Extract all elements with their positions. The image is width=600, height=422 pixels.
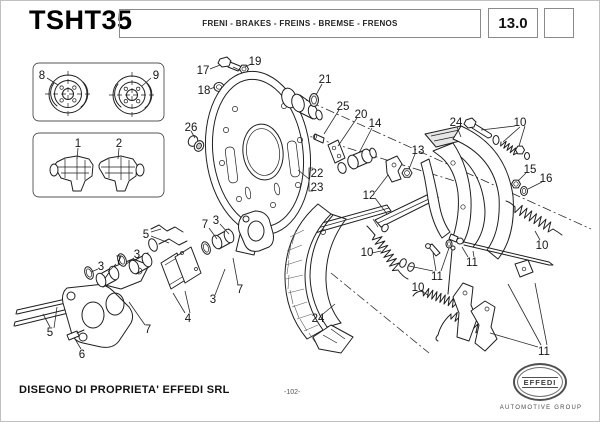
leader-lines — [42, 63, 548, 350]
part-label-5: 5 — [47, 327, 53, 339]
part-label-7: 7 — [237, 284, 243, 296]
part-label-1: 1 — [75, 138, 81, 150]
part-label-11: 11 — [466, 257, 478, 269]
part-label-3: 3 — [210, 294, 216, 306]
part-label-7: 7 — [116, 255, 122, 267]
bushing-26 — [187, 135, 205, 152]
part-label-16: 16 — [540, 173, 553, 185]
part-label-24: 24 — [312, 313, 325, 325]
hold-down-hardware-11 — [399, 239, 453, 272]
part-label-7: 7 — [145, 324, 151, 336]
gasket-20 — [327, 139, 346, 164]
part-label-10: 10 — [412, 282, 425, 294]
part-label-11: 11 — [431, 271, 443, 283]
part-label-3: 3 — [213, 215, 219, 227]
logo-subtitle: AUTOMOTIVE GROUP — [499, 405, 583, 411]
inset-brackets — [32, 132, 165, 198]
bracket-part-1 — [49, 155, 94, 192]
part-label-9: 9 — [153, 70, 159, 82]
part-label-26: 26 — [185, 122, 198, 134]
part-label-22: 22 — [311, 168, 324, 180]
part-label-14: 14 — [369, 118, 382, 130]
part-label-21: 21 — [319, 74, 332, 86]
model-code: TSHT35 — [29, 5, 133, 35]
fastener-set-10 — [463, 117, 530, 160]
part-label-25: 25 — [337, 101, 350, 113]
axis-lines — [232, 66, 592, 354]
pin-25 — [312, 133, 325, 144]
brake-shoe-left — [284, 203, 354, 354]
part-label-4: 4 — [185, 313, 192, 325]
part-label-2: 2 — [116, 138, 122, 150]
part-label-17: 17 — [197, 65, 210, 77]
part-label-19: 19 — [249, 56, 262, 68]
part-label-5: 5 — [143, 229, 149, 241]
part-label-23: 23 — [311, 182, 324, 194]
plug-21 — [309, 93, 319, 107]
part-label-10: 10 — [536, 240, 549, 252]
page-title: FRENI - BRAKES - FREINS - BREMSE - FRENO… — [202, 19, 398, 28]
inset-drums — [32, 62, 165, 122]
part-label-11: 11 — [538, 346, 550, 358]
page-number: -102- — [284, 389, 301, 396]
effedi-logo-inner: EFFEDI — [517, 367, 563, 397]
part-label-3: 3 — [134, 249, 140, 261]
part-label-10: 10 — [514, 117, 527, 129]
part-label-10: 10 — [361, 247, 374, 259]
section-number: 13.0 — [498, 14, 528, 32]
caliper-assembly — [13, 210, 274, 348]
bracket-part-2 — [98, 155, 145, 192]
brake-shoe-right — [420, 125, 514, 260]
part-label-7: 7 — [202, 219, 208, 231]
part-label-8: 8 — [39, 70, 45, 82]
title-box: FRENI - BRAKES - FREINS - BREMSE - FRENO… — [119, 9, 481, 38]
part-label-18: 18 — [198, 85, 211, 97]
nut-13 — [401, 168, 413, 178]
hub-spindle — [281, 87, 323, 121]
bracket-22-23 — [297, 167, 313, 192]
lever-group — [447, 245, 498, 352]
effedi-logo: EFFEDI — [513, 363, 567, 401]
part-label-12: 12 — [363, 190, 376, 202]
section-number-box: 13.0 — [488, 8, 538, 38]
property-note: DISEGNO DI PROPRIETA' EFFEDI SRL — [19, 384, 230, 396]
part-label-15: 15 — [524, 164, 537, 176]
nut-15-washer-16 — [511, 179, 528, 196]
adjuster-bracket-12 — [385, 155, 403, 183]
part-label-20: 20 — [355, 109, 368, 121]
part-label-13: 13 — [412, 145, 425, 157]
wheel-cylinder-14 — [337, 147, 377, 174]
lining-hatch — [285, 229, 319, 343]
part-label-24: 24 — [450, 117, 463, 129]
effedi-logo-text: EFFEDI — [521, 376, 559, 388]
part-label-6: 6 — [79, 349, 85, 361]
revision-box — [544, 8, 574, 38]
part-label-3: 3 — [98, 261, 104, 273]
rod-11 — [448, 233, 554, 278]
